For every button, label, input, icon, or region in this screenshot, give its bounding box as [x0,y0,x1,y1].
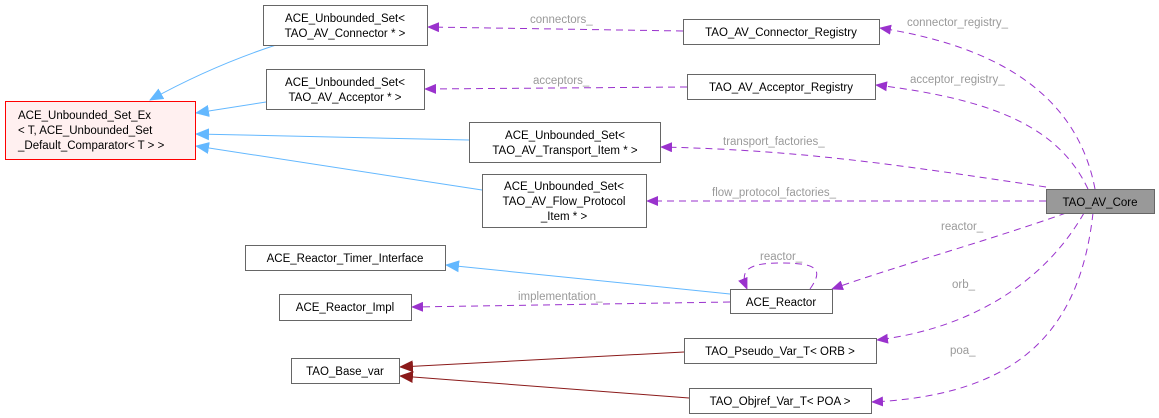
node-label-line: ACE_Unbounded_Set< [505,130,625,142]
edge-template-pseudo-var [399,351,685,373]
edge-reactor-self [738,262,818,290]
node-label-line: ACE_Reactor [746,297,816,309]
edge-inherit-flow-set [195,142,483,191]
node-label-line: TAO_Pseudo_Var_T< ORB > [705,346,855,358]
edge-label-connectors: connectors_ [530,14,593,26]
edge-label-acceptor-registry: acceptor_registry_ [910,74,1005,86]
node-label-line: TAO_AV_Transport_Item * > [492,145,637,157]
edge-connectors [427,22,684,33]
node-label-line: TAO_AV_Connector * > [285,28,406,40]
edge-label-implementation: implementation_ [518,291,603,303]
node-label-line: TAO_AV_Acceptor_Registry [709,82,853,94]
node-label-line: TAO_Objref_Var_T< POA > [710,396,851,408]
node-label-line: TAO_AV_Core [1063,197,1138,209]
edge-inherit-connector-set [149,44,277,101]
edge-inherit-transport-set [195,128,470,141]
node-set-connector[interactable]: ACE_Unbounded_Set< TAO_AV_Connector * > [263,5,428,46]
node-connector-registry[interactable]: TAO_AV_Connector_Registry [683,19,880,45]
edge-label-orb: orb_ [952,279,976,291]
node-label-line: _Default_Comparator< T > > [17,140,165,152]
edge-transport-factories [660,142,1047,188]
edge-acceptors [424,83,688,94]
edge-label-poa: poa_ [950,345,976,357]
node-ace-reactor[interactable]: ACE_Reactor [730,289,833,314]
node-reactor-impl[interactable]: ACE_Reactor_Impl [279,294,412,321]
node-objref-var-poa[interactable]: TAO_Objref_Var_T< POA > [689,388,872,414]
node-label-line: ACE_Unbounded_Set_Ex [18,110,151,122]
edge-label-acceptors: acceptors_ [533,75,590,87]
edge-poa [871,212,1094,407]
node-set-flow-protocol-item[interactable]: ACE_Unbounded_Set< TAO_AV_Flow_Protocol … [482,174,647,228]
edge-acceptor-registry [875,81,1089,190]
edge-label-reactor-self: reactor_ [760,251,803,263]
node-label-line: TAO_AV_Connector_Registry [705,27,857,39]
node-label-line: ACE_Unbounded_Set< [504,181,624,193]
node-label-line: TAO_AV_Acceptor * > [288,92,401,104]
node-label-line: ACE_Reactor_Timer_Interface [267,253,424,265]
edge-label-flow-protocol-factories: flow_protocol_factories_ [712,187,837,199]
edge-implementation [411,301,731,312]
node-set-acceptor[interactable]: ACE_Unbounded_Set< TAO_AV_Acceptor * > [266,69,425,110]
node-tao-base-var[interactable]: TAO_Base_var [291,358,400,384]
node-label-line: TAO_Base_var [306,366,384,378]
node-label-line: ACE_Unbounded_Set< [285,13,405,25]
node-reactor-timer-interface[interactable]: ACE_Reactor_Timer_Interface [245,245,446,271]
edge-template-objref-var [399,371,690,399]
node-pseudo-var-orb[interactable]: TAO_Pseudo_Var_T< ORB > [684,338,877,364]
node-label-line: < T, ACE_Unbounded_Set [18,125,153,137]
node-ace-unbounded-set-ex[interactable]: ACE_Unbounded_Set_Ex < T, ACE_Unbounded_… [5,101,196,160]
node-label-line: TAO_AV_Flow_Protocol [503,196,626,208]
node-label-line: ACE_Unbounded_Set< [285,77,405,89]
edge-orb [876,212,1085,344]
node-set-transport-item[interactable]: ACE_Unbounded_Set< TAO_AV_Transport_Item… [469,122,661,163]
edge-connector-registry [879,24,1096,190]
node-acceptor-registry[interactable]: TAO_AV_Acceptor_Registry [687,74,876,100]
edge-reactor-core [831,212,1067,291]
edge-label-connector-registry: connector_registry_ [907,17,1009,29]
edge-inherit-acceptor-set [195,101,267,117]
edge-label-transport-factories: transport_factories_ [723,136,825,148]
node-label-line: ACE_Reactor_Impl [296,302,394,314]
edge-label-reactor-core: reactor_ [941,221,984,233]
node-label-line: _Item * > [540,211,588,223]
edge-inherit-timer-interface [445,260,731,295]
node-tao-av-core[interactable]: TAO_AV_Core [1046,189,1155,214]
